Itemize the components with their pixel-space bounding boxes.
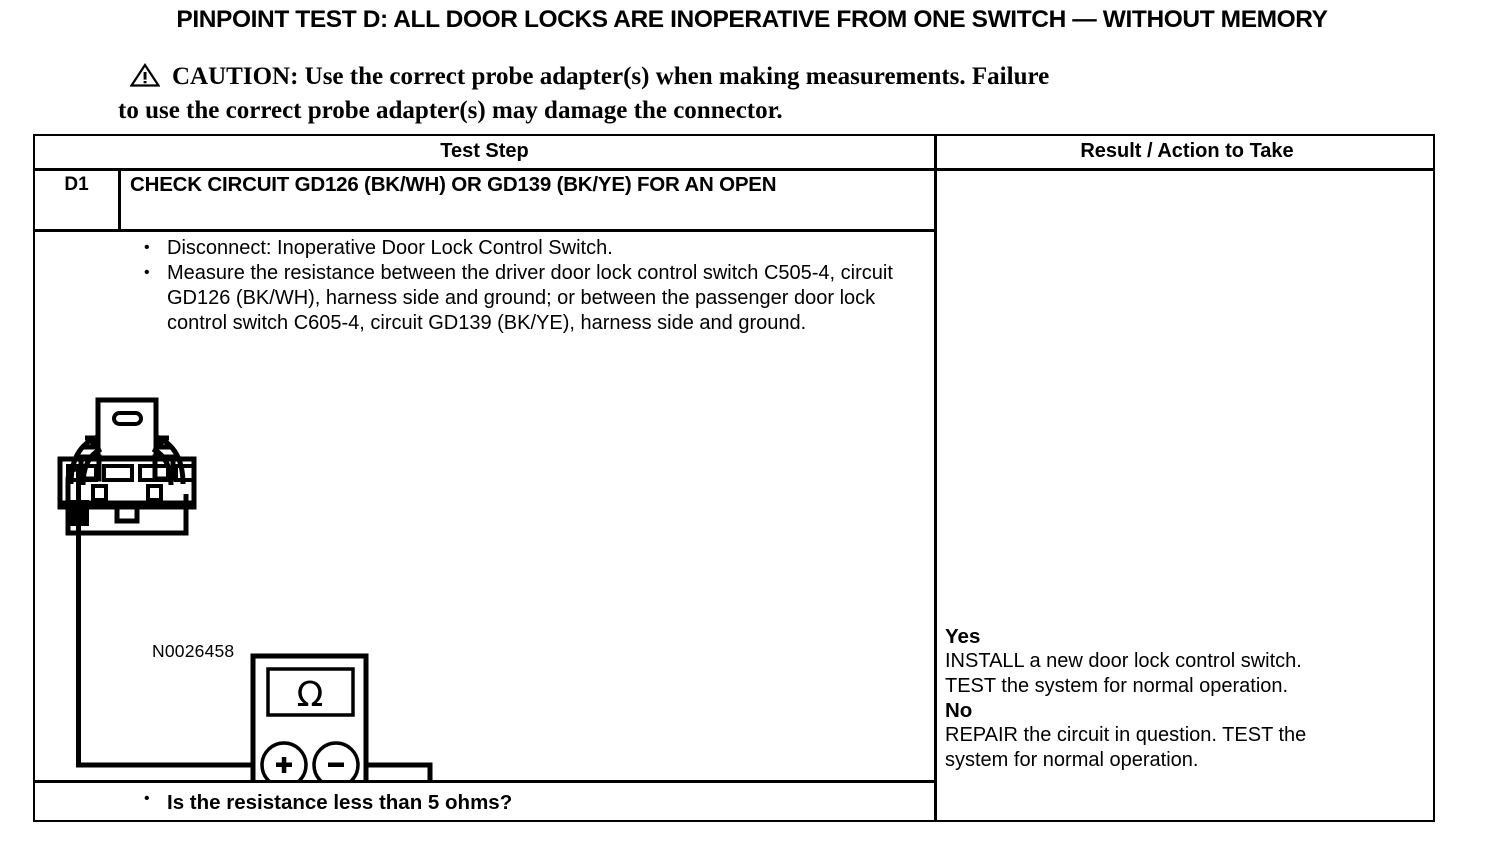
pinpoint-test-table: Test Step Result / Action to Take D1 CHE… (33, 134, 1435, 844)
header-rule (35, 168, 1433, 171)
step-instruction-list: Disconnect: Inoperative Door Lock Contro… (120, 235, 930, 336)
result-yes-text-1: INSTALL a new door lock control switch. (945, 650, 1302, 672)
column-header-test-step: Test Step (440, 140, 529, 162)
list-item: Measure the resistance between the drive… (120, 260, 930, 336)
column-divider (934, 136, 937, 820)
caution-text-1: CAUTION: Use the correct probe adapter(s… (172, 63, 1050, 90)
result-no-text-2: system for normal operation. (945, 748, 1199, 771)
step-id-divider (118, 168, 121, 229)
connector-pin-cavities (66, 464, 196, 502)
caution-notice: CAUTION: Use the correct probe adapter(s… (118, 62, 1388, 126)
test-probe-icon (68, 467, 89, 538)
test-illustration: Ω (35, 381, 934, 844)
step-title: CHECK CIRCUIT GD126 (BK/WH) OR GD139 (BK… (130, 173, 777, 196)
result-no-label: No (945, 699, 973, 722)
meter-display-symbol: Ω (297, 675, 324, 715)
connector-meter-diagram: Ω (57, 397, 440, 844)
warning-triangle-icon (129, 62, 161, 95)
column-header-result-action: Result / Action to Take (1080, 140, 1294, 162)
wire-probe-to-meter-positive (76, 536, 253, 768)
step-question: Is the resistance less than 5 ohms? (120, 790, 920, 815)
step-id-label: D1 (64, 174, 89, 195)
wire-meter-negative-to-ground (366, 762, 433, 809)
result-yes-text-2: TEST the system for normal operation. (945, 674, 1289, 697)
caution-text-2: to use the correct probe adapter(s) may … (118, 97, 783, 124)
page-title: PINPOINT TEST D: ALL DOOR LOCKS ARE INOP… (176, 6, 1328, 33)
figure-id-label: N0026458 (152, 641, 235, 661)
question-rule (35, 780, 934, 783)
result-action-content: Yes INSTALL a new door lock control swit… (945, 624, 1435, 772)
ohmmeter-icon: Ω (250, 653, 369, 795)
result-no-text-1: REPAIR the circuit in question. TEST the (945, 724, 1307, 746)
step-title-rule (35, 229, 934, 232)
result-yes-label: Yes (945, 625, 981, 648)
caution-line-1: CAUTION: Use the correct probe adapter(s… (118, 62, 1388, 95)
list-item: Disconnect: Inoperative Door Lock Contro… (120, 235, 930, 261)
